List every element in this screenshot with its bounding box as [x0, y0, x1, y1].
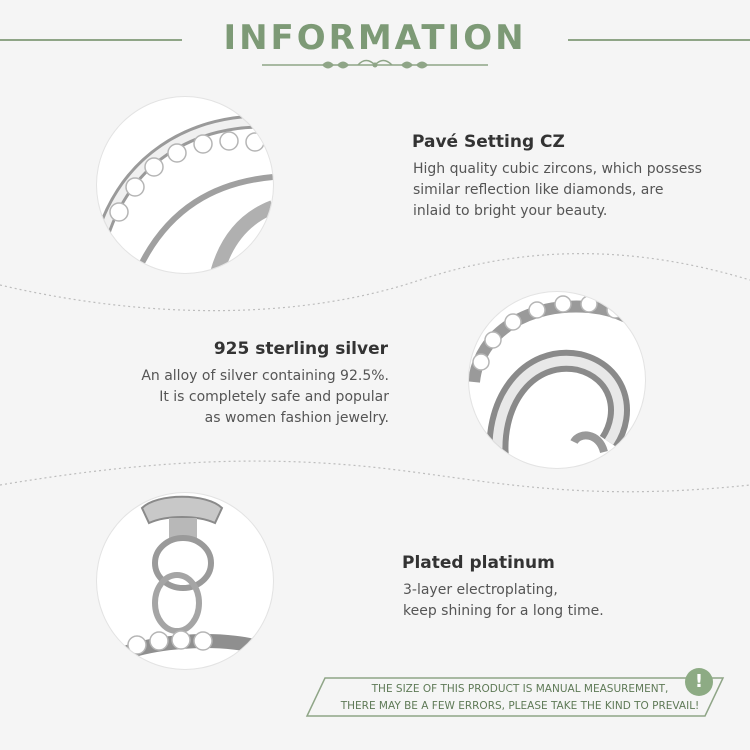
- feature-description-line: High quality cubic zircons, which posses…: [413, 161, 702, 177]
- feature-description: High quality cubic zircons, which posses…: [413, 159, 702, 222]
- feature-description-line: 3-layer electroplating,: [403, 582, 558, 598]
- product-closeup-image: [97, 493, 273, 669]
- ring-pave-icon: [97, 114, 273, 273]
- product-closeup-image: [469, 292, 645, 468]
- notice-text: THE SIZE OF THIS PRODUCT IS MANUAL MEASU…: [325, 681, 715, 715]
- ring-silver-icon: [469, 295, 645, 468]
- page-title: INFORMATION: [223, 18, 527, 58]
- wave-divider: [0, 460, 750, 493]
- feature-title: Pavé Setting CZ: [412, 132, 565, 152]
- exclamation-icon: !: [685, 668, 713, 696]
- feature-description: 3-layer electroplating, keep shining for…: [403, 580, 604, 622]
- notice-banner-frame: [305, 677, 725, 717]
- header-line-left: [0, 39, 182, 41]
- feature-description: An alloy of silver containing 92.5%. It …: [120, 366, 389, 429]
- feature-description-line: as women fashion jewelry.: [204, 410, 389, 426]
- feature-description-line: similar reflection like diamonds, are: [413, 182, 664, 198]
- notice-line: THE SIZE OF THIS PRODUCT IS MANUAL MEASU…: [371, 683, 669, 695]
- feature-title: 925 sterling silver: [213, 339, 388, 359]
- wave-divider: [0, 253, 750, 312]
- flourish-ornament-icon: [262, 59, 488, 69]
- pendant-bail-icon: [97, 495, 273, 669]
- feature-description-line: keep shining for a long time.: [403, 603, 604, 619]
- header-line-right: [568, 39, 750, 41]
- feature-description-line: It is completely safe and popular: [159, 389, 389, 405]
- feature-description-line: inlaid to bright your beauty.: [413, 203, 608, 219]
- feature-description-line: An alloy of silver containing 92.5%.: [141, 368, 389, 384]
- notice-line: THERE MAY BE A FEW ERRORS, PLEASE TAKE T…: [340, 700, 700, 712]
- feature-title: Plated platinum: [402, 553, 555, 573]
- product-closeup-image: [97, 97, 273, 273]
